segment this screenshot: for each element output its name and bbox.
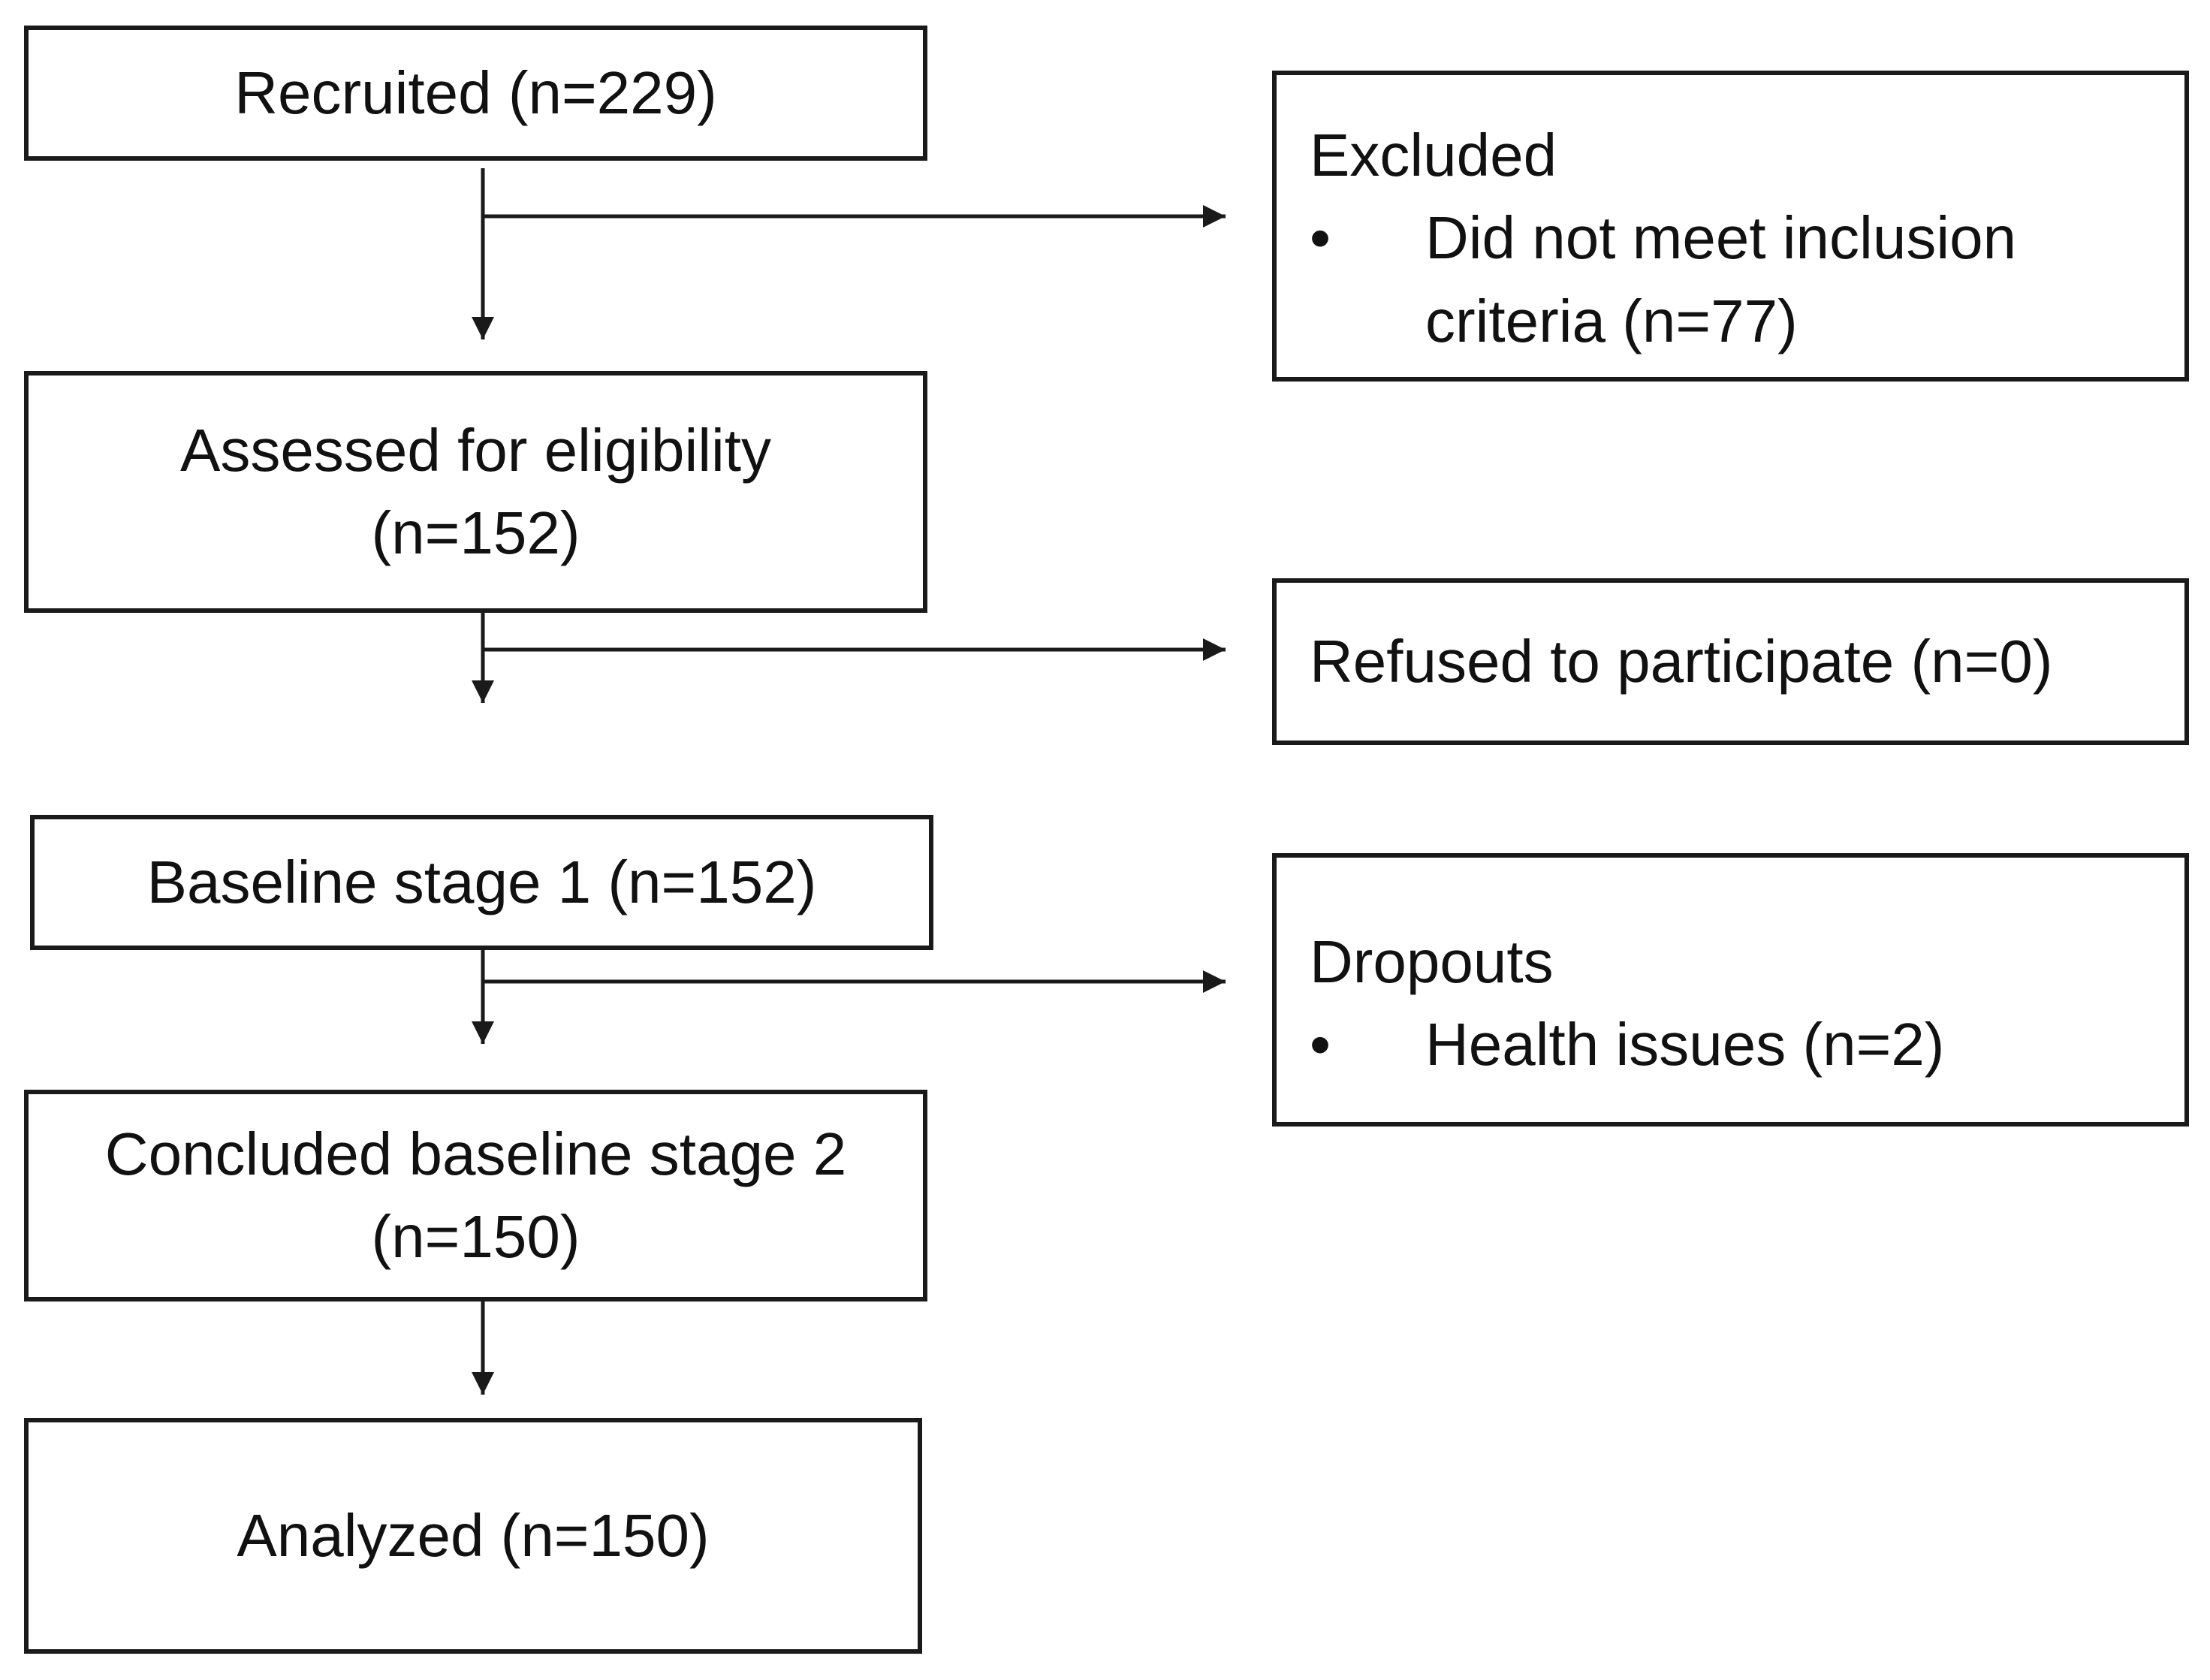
- dropouts-list-item: • Health issues (n=2): [1310, 1003, 2184, 1086]
- concluded-label-line1: Concluded baseline stage 2: [104, 1120, 847, 1187]
- dropouts-title: Dropouts: [1310, 928, 1554, 995]
- dropouts-item-text: Health issues (n=2): [1425, 1011, 1945, 1078]
- excluded-box: Excluded • Did not meet inclusion criter…: [1272, 71, 2189, 382]
- excluded-list-item: • Did not meet inclusion criteria (n=77): [1310, 197, 2184, 363]
- concluded-label-line2: (n=150): [371, 1203, 580, 1270]
- baseline1-box: Baseline stage 1 (n=152): [30, 815, 933, 950]
- baseline1-label: Baseline stage 1 (n=152): [146, 848, 817, 915]
- refused-box: Refused to participate (n=0): [1272, 578, 2189, 745]
- assessed-label-line2: (n=152): [371, 499, 580, 566]
- excluded-title: Excluded: [1310, 122, 1557, 189]
- concluded-box: Concluded baseline stage 2 (n=150): [24, 1090, 927, 1301]
- recruited-label: Recruited (n=229): [234, 59, 717, 126]
- excluded-item-line1: Did not meet inclusion: [1425, 204, 2017, 272]
- concluded-text: Concluded baseline stage 2 (n=150): [105, 1113, 846, 1279]
- analyzed-label: Analyzed (n=150): [237, 1501, 710, 1569]
- excluded-item-line2: criteria (n=77): [1425, 287, 1798, 354]
- assessed-box: Assessed for eligibility (n=152): [24, 371, 927, 613]
- excluded-item-text: Did not meet inclusion criteria (n=77): [1425, 197, 2016, 363]
- bullet-marker: •: [1310, 1011, 1331, 1078]
- assessed-text: Assessed for eligibility (n=152): [180, 409, 771, 575]
- recruited-box: Recruited (n=229): [24, 26, 927, 161]
- dropouts-box: Dropouts • Health issues (n=2): [1272, 853, 2189, 1127]
- bullet-marker: •: [1310, 204, 1331, 272]
- refused-label: Refused to participate (n=0): [1310, 627, 2053, 695]
- analyzed-box: Analyzed (n=150): [24, 1418, 922, 1654]
- assessed-label-line1: Assessed for eligibility: [180, 416, 771, 484]
